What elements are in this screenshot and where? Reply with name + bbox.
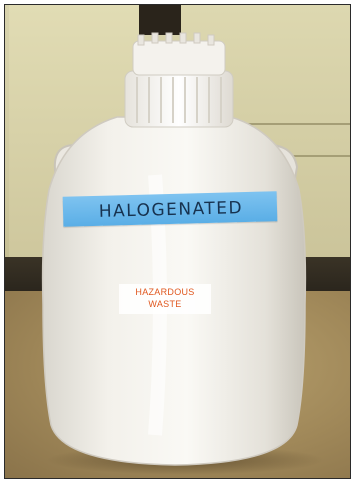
waste-carboy — [41, 32, 307, 466]
cap-teeth — [137, 32, 215, 46]
tape-label-text: HALOGENATED — [98, 198, 244, 222]
cabinet-gap — [139, 5, 181, 35]
cap-collar — [124, 70, 234, 128]
hazard-sticker — [119, 284, 211, 314]
drawer-edge — [181, 123, 350, 125]
photo-frame: HALOGENATED HAZARDOUS WASTE — [4, 4, 351, 479]
cap-ribs — [136, 77, 222, 123]
hazard-label-line2: WASTE — [148, 299, 182, 309]
cap-top — [132, 40, 226, 76]
hazard-label-line1: HAZARDOUS — [135, 287, 195, 297]
